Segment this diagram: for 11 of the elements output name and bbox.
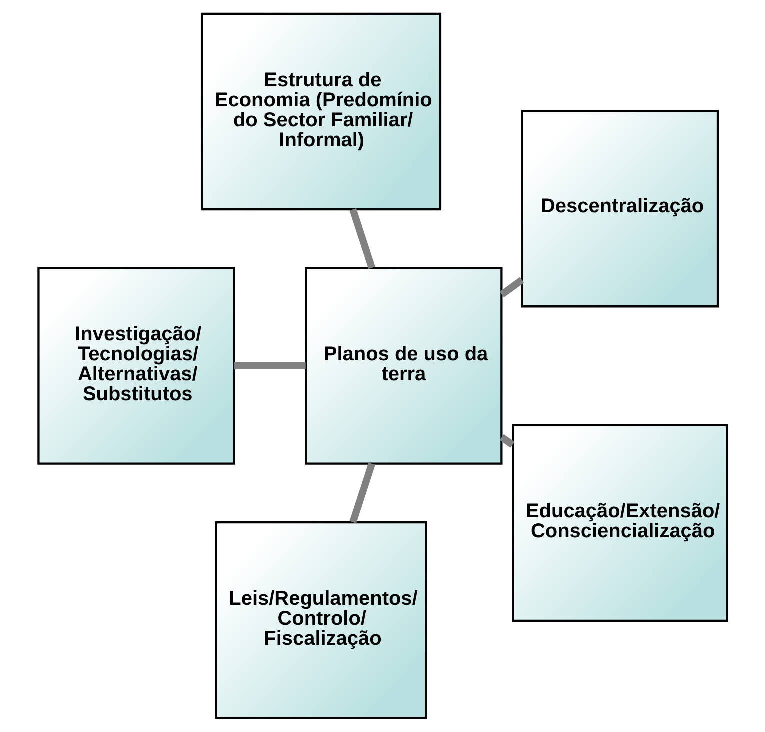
node-box: Educação/Extensão/Consciencialização bbox=[512, 424, 728, 622]
connector bbox=[499, 434, 514, 448]
node-box: Descentralização bbox=[520, 110, 719, 308]
connector bbox=[499, 277, 524, 298]
node-box: Leis/Regulamentos/Controlo/Fiscalização bbox=[214, 521, 427, 720]
connector bbox=[349, 208, 375, 270]
node-box: Planos de uso da terra bbox=[304, 267, 502, 465]
connector bbox=[349, 462, 375, 524]
node-box: Investigação/Tecnologias/Alternativas/Substitutos bbox=[37, 267, 235, 465]
connector bbox=[234, 362, 306, 370]
node-box: Estrutura de Economia (Predomínio do Sector Familiar/Informal) bbox=[200, 12, 442, 211]
